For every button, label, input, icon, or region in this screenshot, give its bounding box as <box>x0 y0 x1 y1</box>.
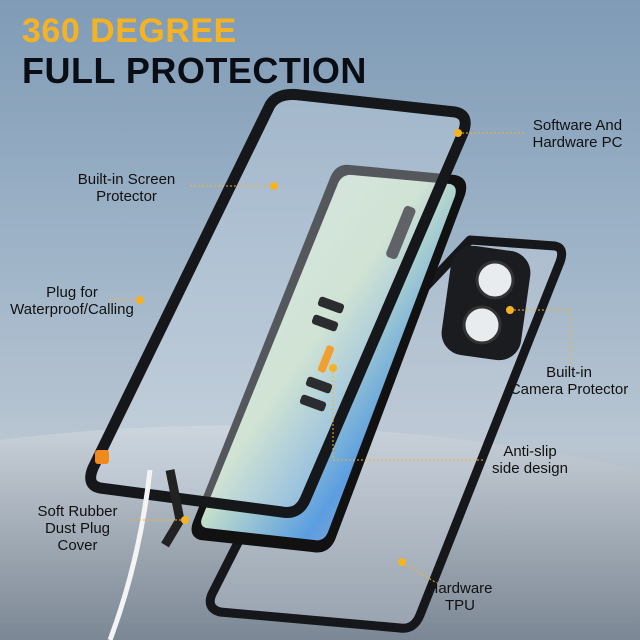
callout-dots <box>136 129 514 566</box>
charging-cable <box>107 469 153 640</box>
callout-dust-plug: Soft Rubber Dust Plug Cover <box>37 503 118 554</box>
anti-slip-grips <box>299 296 345 412</box>
camera-module <box>441 245 531 361</box>
callout-anti-slip: Anti-slip side design <box>492 443 568 477</box>
callout-hardware-pc: Software And Hardware PC <box>532 117 623 151</box>
callout-screen-protector: Built-in Screen Protector <box>77 171 176 205</box>
side-button <box>386 205 416 260</box>
callout-lines <box>110 132 571 586</box>
front-pc-frame <box>85 89 471 640</box>
plug-cap-orange <box>95 450 109 464</box>
callout-camera-protector: Built-in Camera Protector <box>509 364 629 398</box>
waterproof-plug <box>317 345 335 373</box>
camera-lens-icon <box>462 305 502 345</box>
callout-plug-waterproof: Plug for Waterproof/Calling <box>10 284 134 318</box>
headline-main: FULL PROTECTION <box>22 50 367 91</box>
headline-accent: 360 DEGREE <box>22 12 237 50</box>
callout-hardware-tpu: Hardware TPU <box>427 580 493 614</box>
camera-lens-icon <box>475 260 515 300</box>
